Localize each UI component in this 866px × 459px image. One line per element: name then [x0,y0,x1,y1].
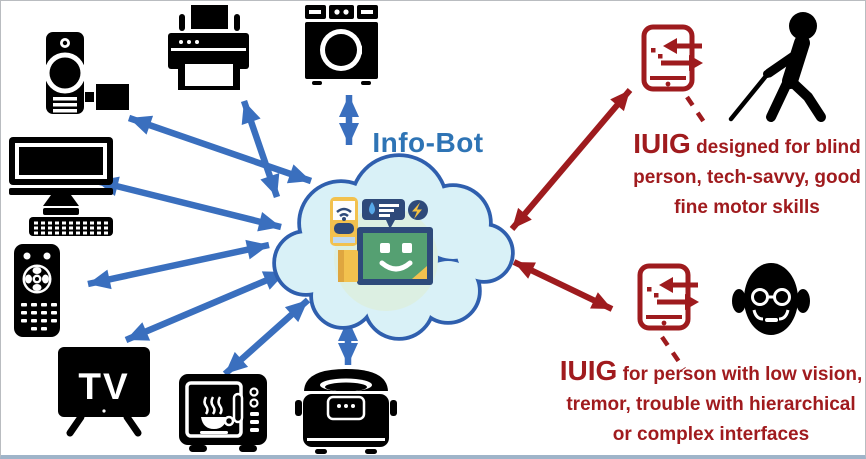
arrow-cloud-blind-user [509,88,633,231]
callout-lowvision-line3: or complex interfaces [612,424,810,445]
smartphone-transfer-icon-bottom [640,266,699,328]
desktop-computer-icon [9,137,113,236]
printer-icon [168,5,249,90]
microwave-icon [179,374,267,452]
elderly-person-icon [732,263,810,335]
arrow-camcorder-cloud [127,114,313,185]
energy-bolt-icon [408,200,428,220]
arrow-printer-cloud [240,99,281,199]
arrow-computer-cloud [95,176,282,232]
remote-control-icon [14,244,60,337]
phone-callout-dash-top [685,95,710,130]
info-bot-title: Info-Bot [372,127,484,158]
callout-lowvision-user: IUIG for person with low vision, tremor,… [546,355,865,450]
blind-person-with-cane-icon [728,12,826,122]
callout-lowvision-line2: tremor, trouble with hierarchical [566,394,856,415]
robot-face-board [357,227,433,285]
callout-blind-line1: IUIG designed for blind [633,128,861,159]
iuig-acronym: IUIG [559,355,618,386]
tv-label: TV [78,366,129,407]
smart-device-icon [330,197,358,246]
callout-blind-user: IUIG designed for blind person, tech-sav… [597,128,865,223]
device-cloud-arrows [87,95,359,377]
callout-blind-line3: fine motor skills [674,197,820,218]
book-icon [338,250,358,282]
notification-bubble-icon [362,199,405,229]
arrow-tv-cloud [124,269,288,343]
washing-machine-icon [305,5,378,85]
arrow-remote-cloud [87,239,270,290]
arrow-cloud-lowvision-user [512,259,614,312]
iuig-acronym: IUIG [633,128,691,159]
smartphone-transfer-icon-top [644,27,703,89]
callout-blind-line2: person, tech-savvy, good [633,167,861,188]
cloud-user-arrows [509,88,633,312]
info-bot-robot-art [330,197,438,311]
arrow-microwave-cloud [222,297,311,377]
tv-icon: TV [58,347,150,437]
rice-cooker-icon [295,369,397,454]
video-camera-icon [44,32,129,114]
info-bot-cloud [272,153,515,341]
callout-lowvision-line1: IUIG for person with low vision, [559,355,863,386]
phone-callout-dash-bottom [660,335,686,371]
